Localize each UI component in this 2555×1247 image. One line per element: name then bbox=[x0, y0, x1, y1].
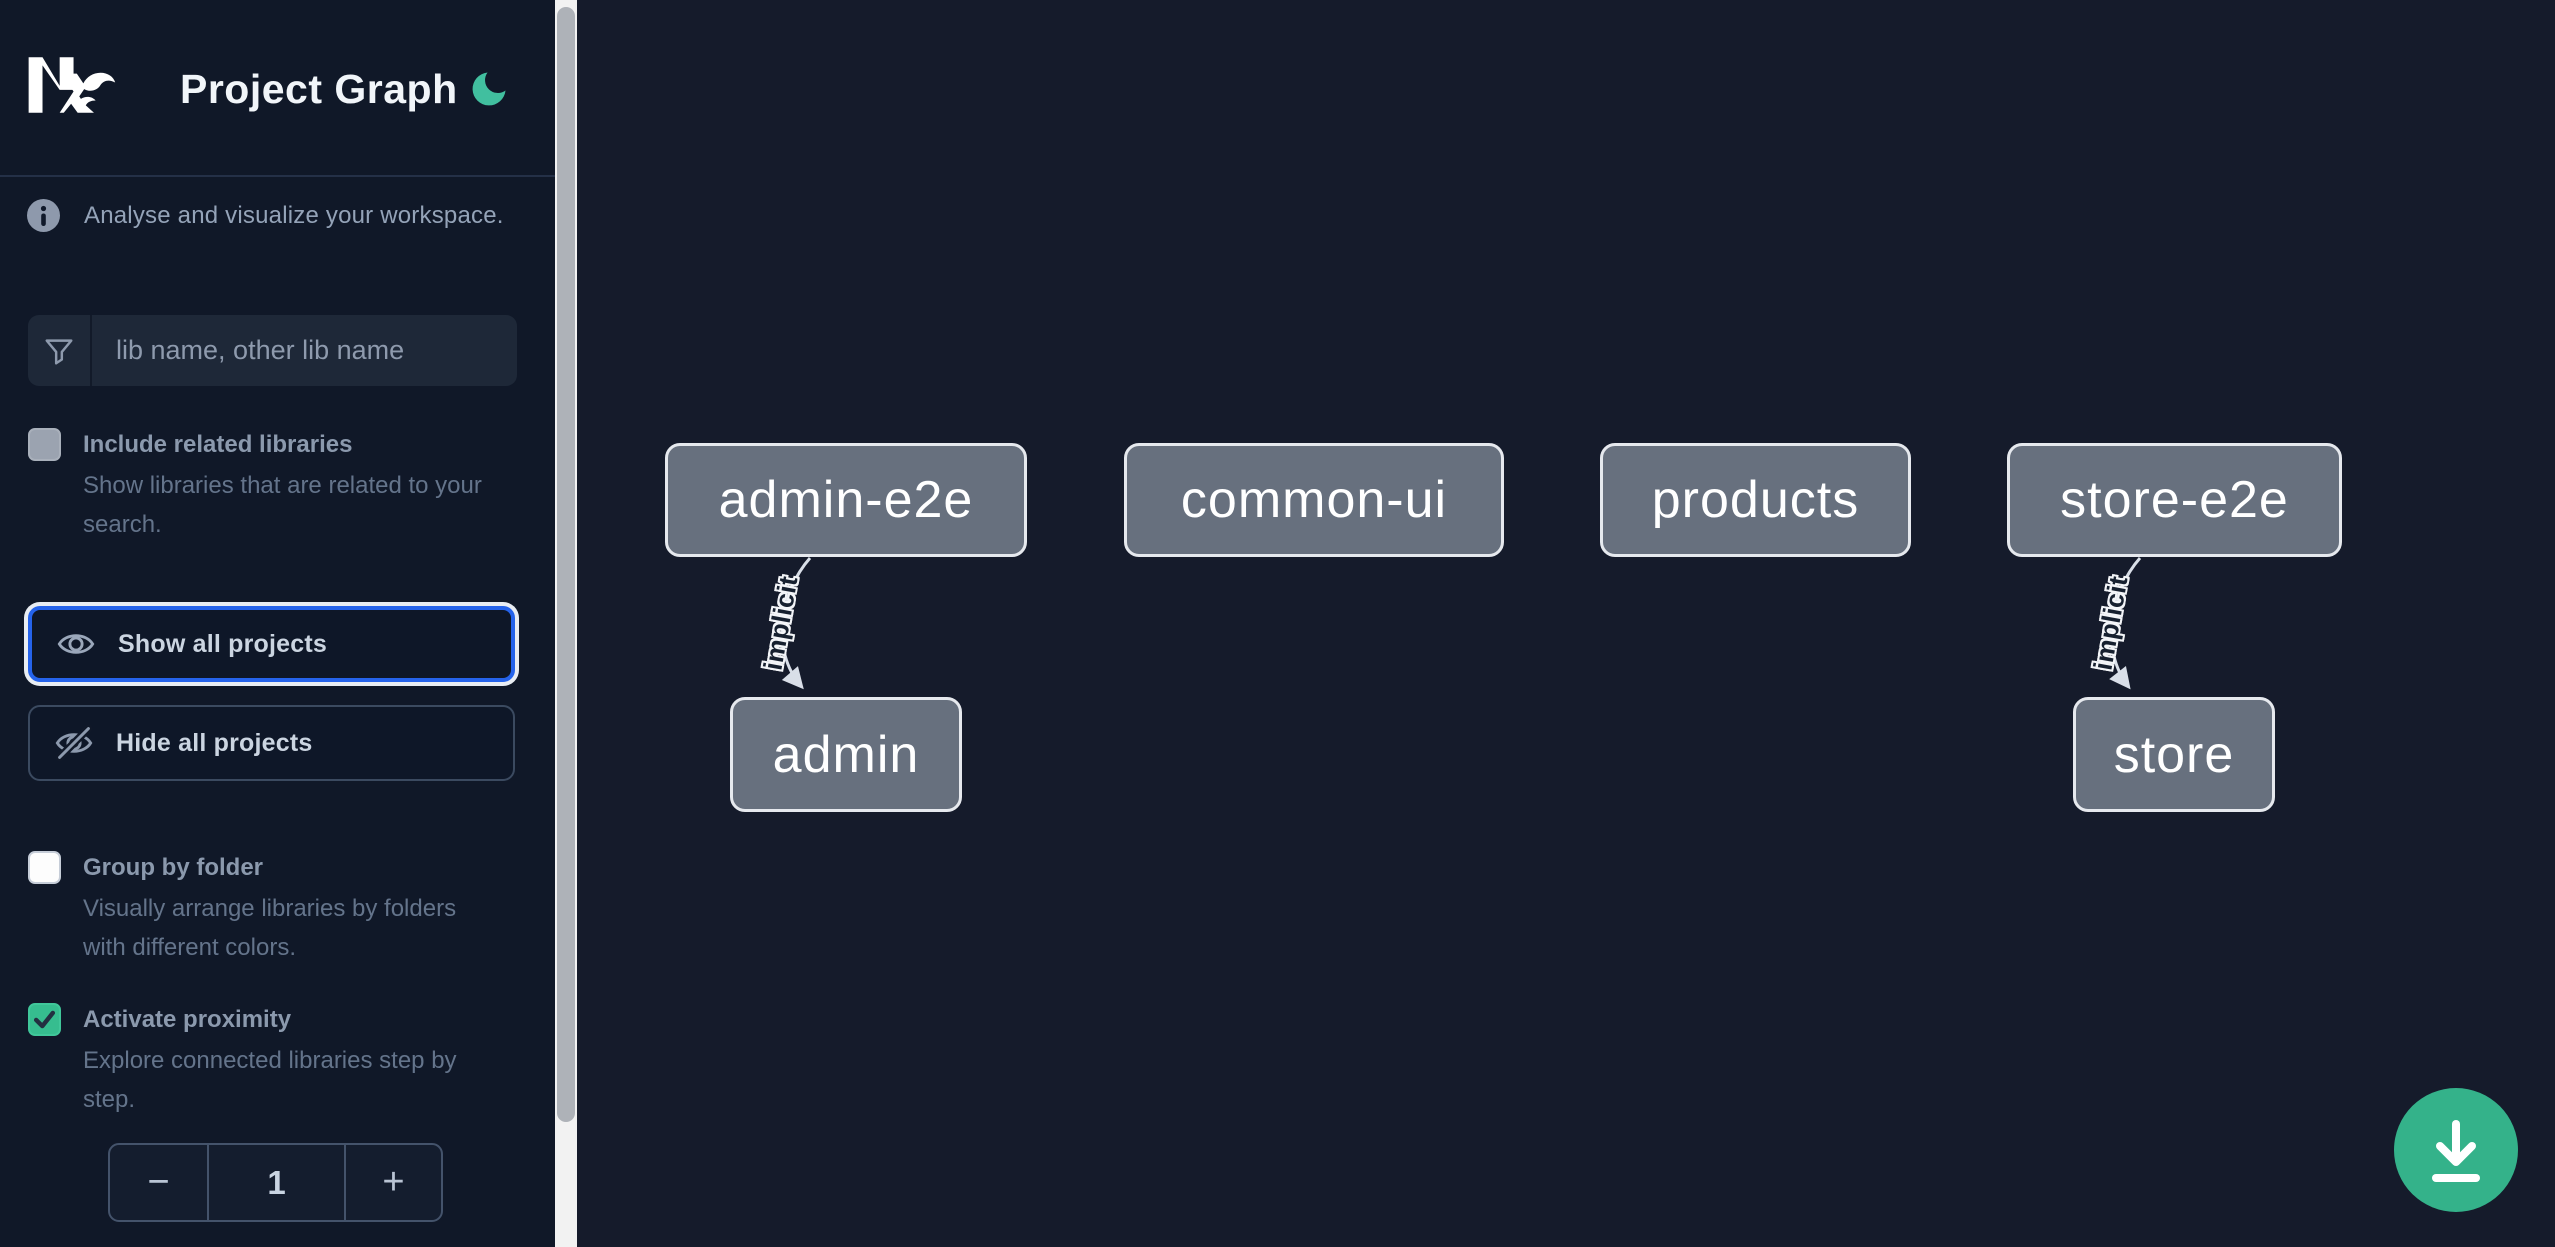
info-icon bbox=[27, 199, 60, 232]
project-node-store[interactable]: store bbox=[2073, 697, 2275, 812]
include-related-label: Include related libraries bbox=[83, 431, 353, 458]
project-node-products[interactable]: products bbox=[1600, 443, 1911, 557]
eye-icon bbox=[57, 634, 95, 654]
project-node-admin[interactable]: admin bbox=[730, 697, 962, 812]
include-related-checkbox[interactable] bbox=[28, 428, 61, 461]
proximity-depth-value: 1 bbox=[267, 1163, 286, 1201]
edge-admin-e2e-to-admin[interactable] bbox=[780, 557, 812, 690]
checkmark-icon bbox=[33, 1010, 56, 1029]
group-by-folder-checkbox[interactable] bbox=[28, 851, 61, 884]
workspace-info-row: Analyse and visualize your workspace. bbox=[27, 199, 504, 232]
sidebar: Project Graph Analyse and visualize your… bbox=[0, 0, 577, 1247]
theme-toggle-button[interactable] bbox=[465, 66, 513, 114]
sidebar-scrollbar[interactable] bbox=[555, 0, 577, 1247]
group-by-folder-description: Visually arrange libraries by folders wi… bbox=[83, 895, 457, 961]
eye-off-icon bbox=[55, 724, 93, 762]
graph-canvas[interactable]: implicit implicit admin-e2e common-ui pr… bbox=[577, 0, 2555, 1247]
project-node-store-e2e[interactable]: store-e2e bbox=[2007, 443, 2342, 557]
project-node-admin-e2e[interactable]: admin-e2e bbox=[665, 443, 1027, 557]
sidebar-content: Analyse and visualize your workspace. In… bbox=[0, 177, 557, 1247]
hide-all-projects-button[interactable]: Hide all projects bbox=[28, 705, 515, 781]
page-title: Project Graph bbox=[180, 66, 458, 112]
nx-logo-icon bbox=[28, 57, 116, 113]
hide-all-projects-label: Hide all projects bbox=[116, 728, 313, 757]
decrement-button[interactable]: − bbox=[110, 1145, 209, 1220]
activate-proximity-toggle[interactable]: Activate proximity Explore connected lib… bbox=[28, 1002, 498, 1119]
library-filter-input[interactable] bbox=[92, 315, 517, 386]
dependency-edges bbox=[780, 557, 2142, 690]
include-related-toggle[interactable]: Include related libraries Show libraries… bbox=[28, 427, 498, 544]
group-by-folder-label: Group by folder bbox=[83, 854, 263, 881]
workspace-info-text: Analyse and visualize your workspace. bbox=[84, 201, 504, 229]
filter-box bbox=[28, 315, 517, 386]
activate-proximity-description: Explore connected libraries step by step… bbox=[83, 1047, 457, 1113]
project-node-common-ui[interactable]: common-ui bbox=[1124, 443, 1504, 557]
group-by-folder-toggle[interactable]: Group by folder Visually arrange librari… bbox=[28, 850, 498, 967]
edge-store-e2e-to-store[interactable] bbox=[2109, 557, 2142, 690]
sidebar-header: Project Graph bbox=[0, 0, 557, 177]
show-all-projects-button[interactable]: Show all projects bbox=[28, 606, 515, 682]
activate-proximity-label: Activate proximity bbox=[83, 1006, 292, 1033]
increment-button[interactable]: + bbox=[344, 1145, 441, 1220]
sidebar-scrollbar-thumb[interactable] bbox=[557, 7, 575, 1122]
show-all-projects-label: Show all projects bbox=[118, 629, 328, 658]
activate-proximity-checkbox[interactable] bbox=[28, 1003, 61, 1036]
download-graph-button[interactable] bbox=[2394, 1088, 2518, 1212]
proximity-depth-stepper: − 1 + bbox=[108, 1143, 443, 1222]
include-related-description: Show libraries that are related to your … bbox=[83, 472, 482, 538]
download-icon bbox=[2432, 1120, 2480, 1182]
moon-icon bbox=[472, 72, 506, 105]
funnel-filter-icon bbox=[28, 315, 92, 386]
